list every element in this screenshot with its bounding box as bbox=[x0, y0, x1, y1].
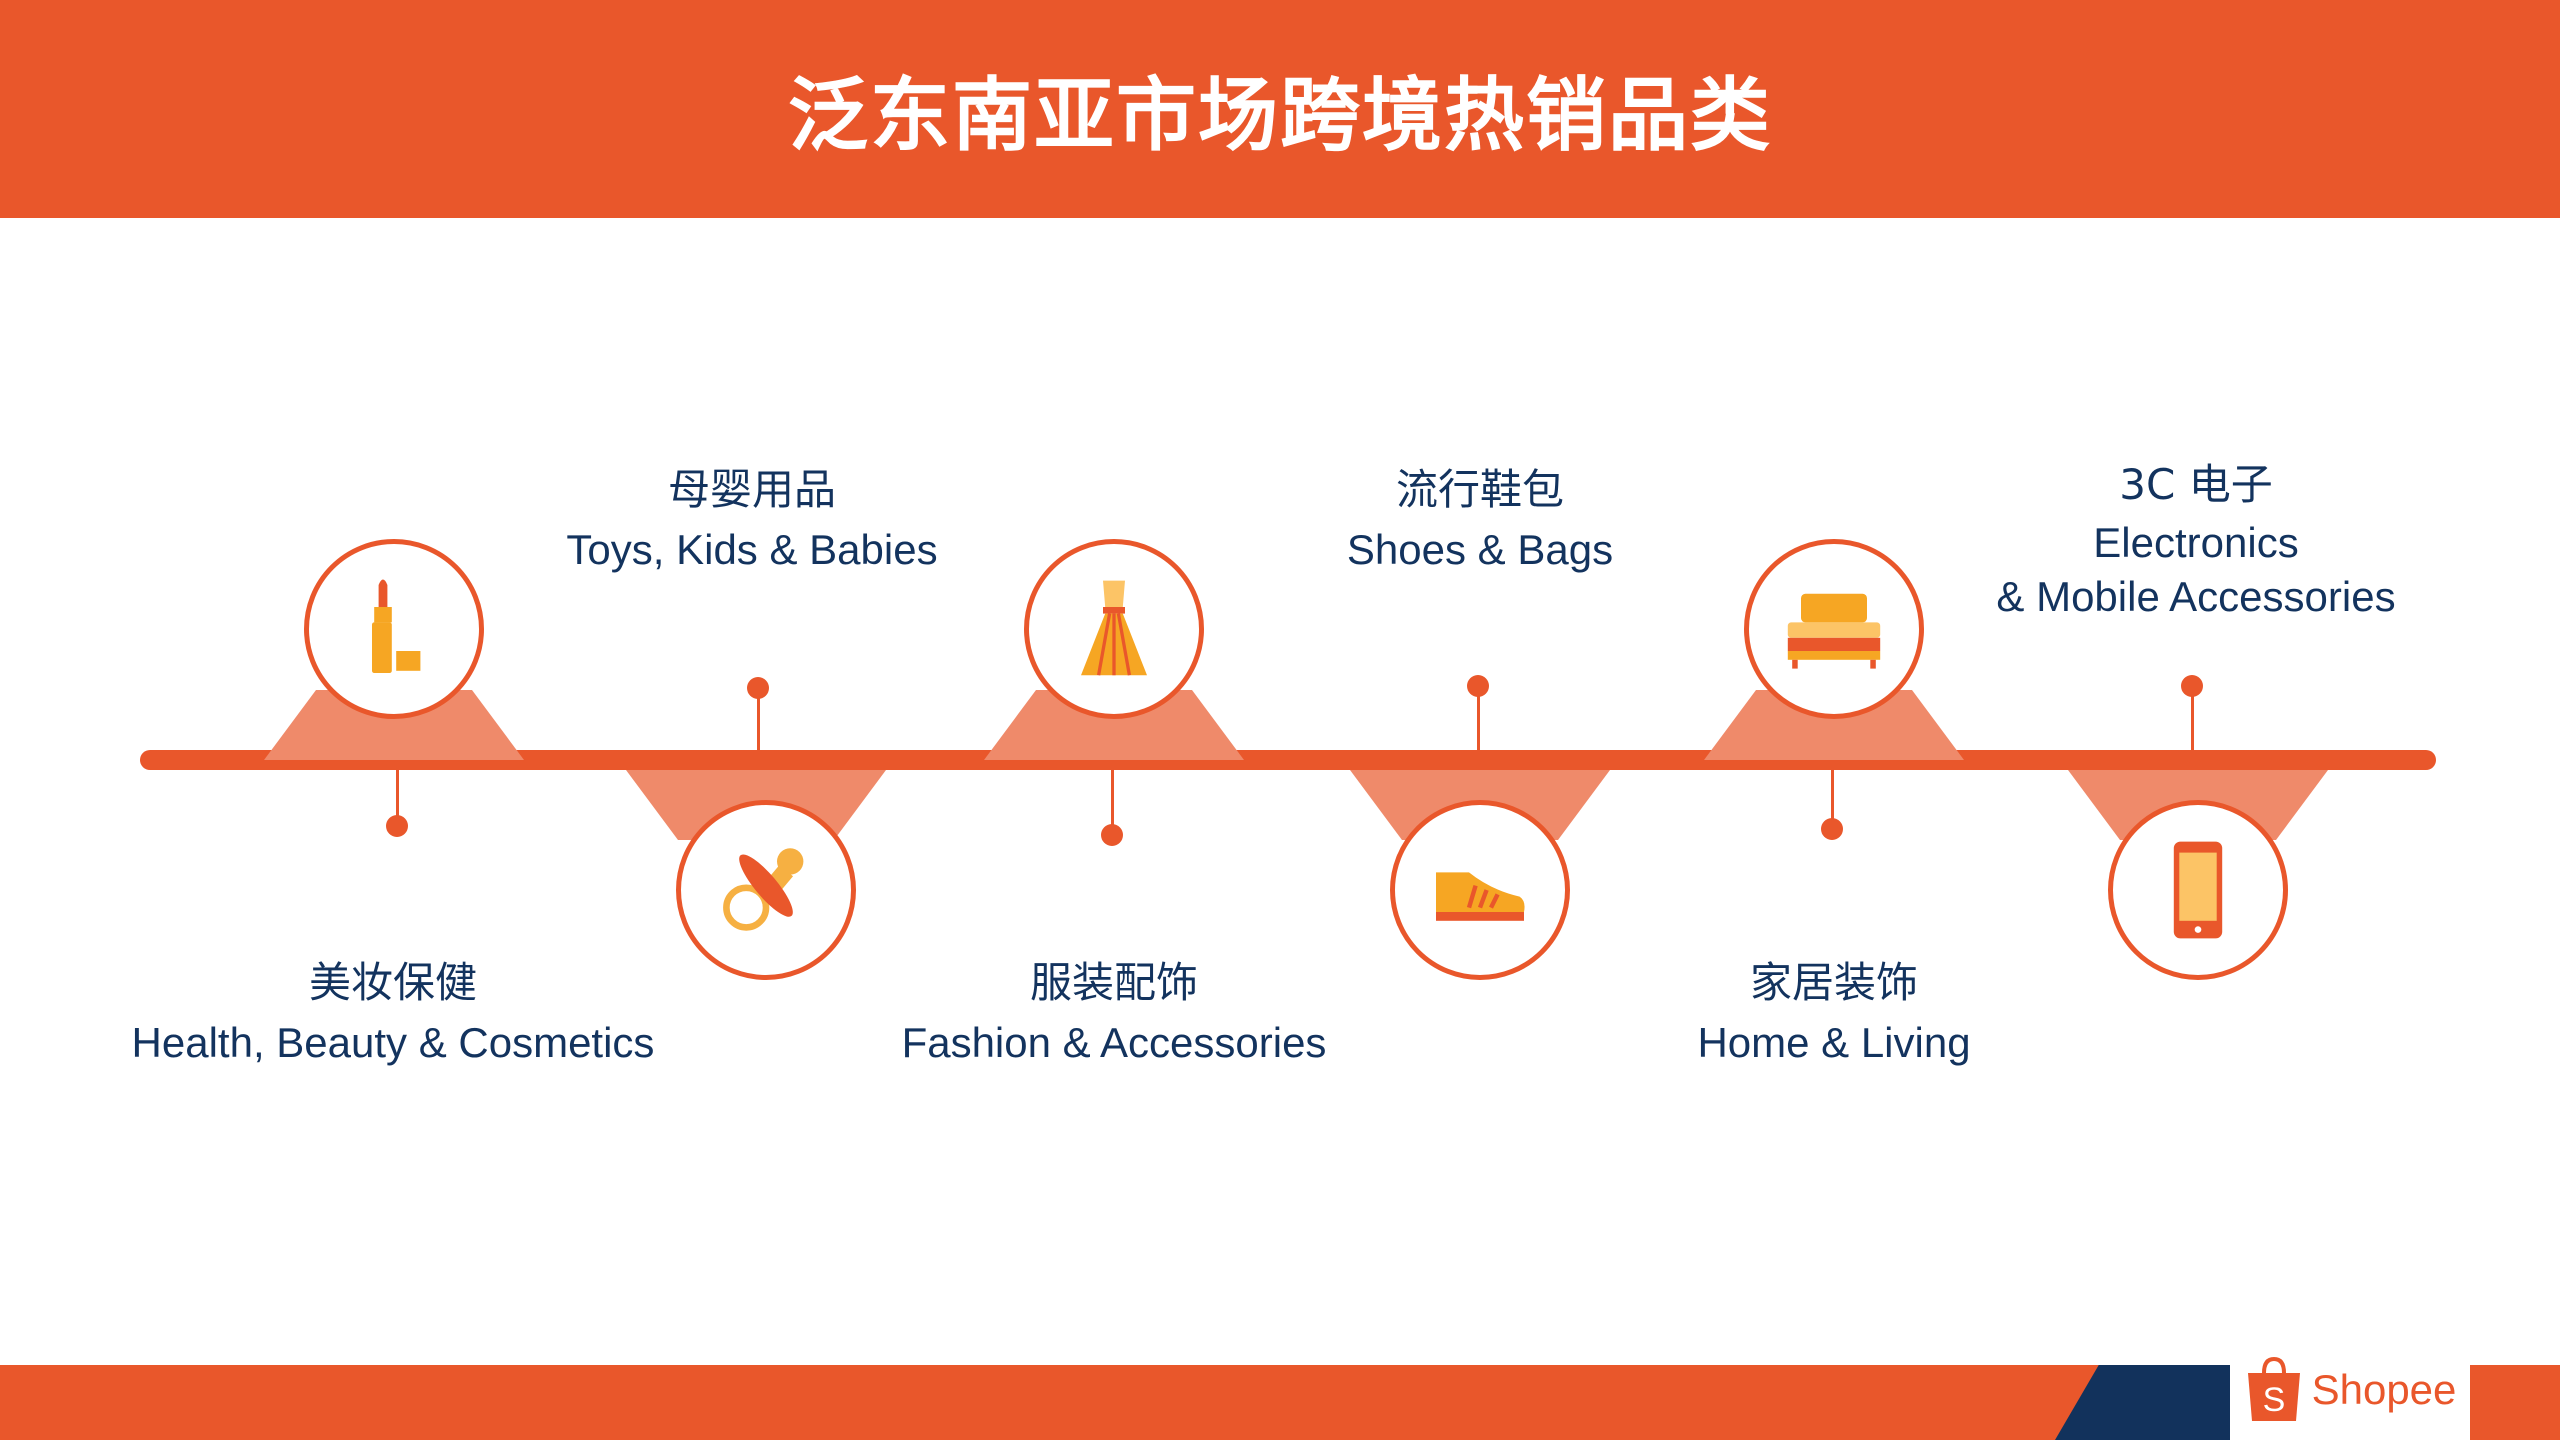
pin-dot-1 bbox=[386, 815, 408, 837]
category-icon-circle-3 bbox=[1024, 539, 1204, 719]
category-label-2: 母婴用品 Toys, Kids & Babies bbox=[402, 460, 1102, 580]
category-label-5: 家居装饰 Home & Living bbox=[1484, 953, 2184, 1073]
category-icon-circle-5 bbox=[1744, 539, 1924, 719]
pin-line-5 bbox=[1831, 770, 1834, 826]
label-en-2: & Mobile Accessories bbox=[1996, 573, 2396, 620]
pin-line-3 bbox=[1111, 770, 1114, 832]
label-cn: 母婴用品 bbox=[667, 465, 836, 514]
label-en: Fashion & Accessories bbox=[901, 1019, 1327, 1066]
lipstick-icon bbox=[372, 579, 421, 673]
pin-line-4 bbox=[1477, 690, 1480, 752]
label-en: Shoes & Bags bbox=[1346, 526, 1614, 573]
category-icon-circle-6 bbox=[2108, 800, 2288, 980]
pin-dot-3 bbox=[1101, 824, 1123, 846]
pacifier-icon bbox=[723, 848, 804, 931]
shopee-logo: S Shopee bbox=[2230, 1340, 2470, 1440]
category-label-4: 流行鞋包 Shoes & Bags bbox=[1130, 460, 1830, 580]
shopping-bag-icon: S bbox=[2247, 1357, 2300, 1421]
category-label-6: 3C 电子 Electronics & Mobile Accessories bbox=[1846, 458, 2546, 624]
pin-dot-6 bbox=[2181, 675, 2203, 697]
label-en: Electronics bbox=[2093, 519, 2299, 566]
category-icon-circle-2 bbox=[676, 800, 856, 980]
pin-line-2 bbox=[757, 690, 760, 752]
page-title: 泛东南亚市场跨境热销品类 bbox=[788, 69, 1772, 162]
label-cn: 美妆保健 bbox=[308, 958, 477, 1007]
logo-letter: S bbox=[2262, 1381, 2285, 1419]
header-banner: 泛东南亚市场跨境热销品类 bbox=[0, 0, 2560, 218]
label-cn: 服装配饰 bbox=[1029, 958, 1198, 1007]
bed-icon bbox=[1787, 593, 1881, 669]
label-cn: 3C 电子 bbox=[2119, 460, 2273, 509]
brand-name: Shopee bbox=[2311, 1366, 2457, 1413]
pin-line-1 bbox=[396, 770, 399, 826]
category-label-1: 美妆保健 Health, Beauty & Cosmetics bbox=[43, 953, 743, 1073]
label-en: Health, Beauty & Cosmetics bbox=[131, 1019, 655, 1066]
label-en: Toys, Kids & Babies bbox=[566, 526, 938, 573]
label-cn: 流行鞋包 bbox=[1395, 465, 1564, 514]
phone-icon bbox=[2173, 841, 2223, 939]
pin-line-6 bbox=[2191, 690, 2194, 752]
shoe-icon bbox=[1436, 872, 1525, 921]
pin-dot-4 bbox=[1467, 675, 1489, 697]
dress-icon bbox=[1081, 580, 1147, 676]
pin-dot-2 bbox=[747, 677, 769, 699]
category-icon-circle-1 bbox=[304, 539, 484, 719]
category-icon-circle-4 bbox=[1390, 800, 1570, 980]
label-cn: 家居装饰 bbox=[1749, 958, 1918, 1007]
label-en: Home & Living bbox=[1697, 1019, 1971, 1066]
category-label-3: 服装配饰 Fashion & Accessories bbox=[764, 953, 1464, 1073]
pin-dot-5 bbox=[1821, 818, 1843, 840]
